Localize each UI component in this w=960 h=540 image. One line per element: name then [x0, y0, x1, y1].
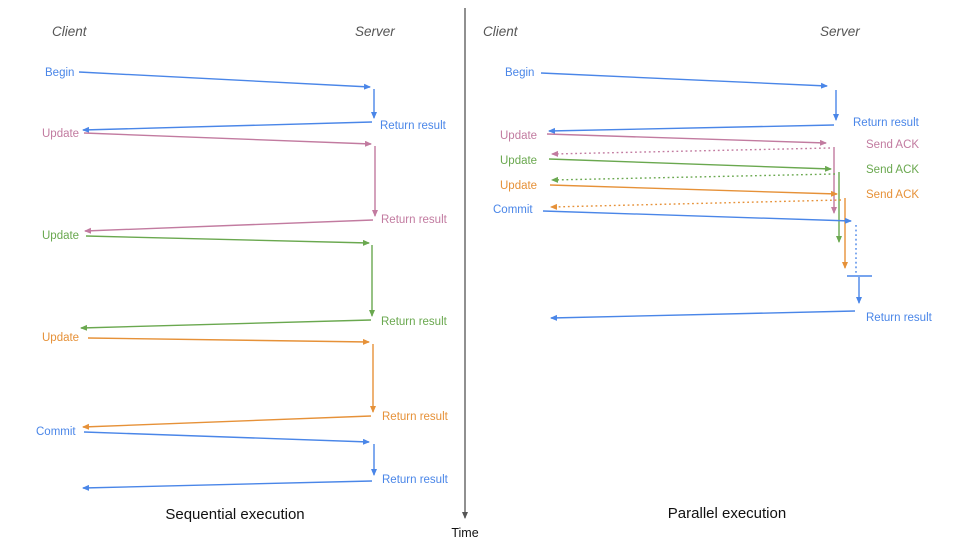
return-result-label: Return result	[381, 316, 448, 328]
return-result-arrow	[82, 480, 373, 491]
commit-label: Commit	[493, 204, 533, 216]
return-result-label: Return result	[853, 117, 920, 129]
update-label: Update	[500, 155, 537, 167]
return-result-arrow	[82, 121, 373, 133]
update-request-arrow	[546, 133, 827, 146]
client-lifeline-header: Client	[483, 24, 519, 39]
ack-dotted-arrow	[551, 173, 836, 183]
server-lifeline-header: Server	[820, 24, 860, 39]
update-request-arrow	[549, 184, 838, 197]
commit-request-arrow	[542, 210, 852, 224]
ack-dotted-arrow	[551, 147, 831, 157]
time-axis-label: Time	[451, 526, 478, 540]
begin-label: Begin	[45, 67, 74, 79]
return-result-arrow	[80, 319, 372, 331]
client-lifeline-header: Client	[52, 24, 88, 39]
return-result-label: Return result	[382, 411, 449, 423]
update-label: Update	[42, 332, 79, 344]
update-request-arrow	[83, 132, 372, 147]
update-request-arrow	[87, 337, 370, 345]
commit-label: Commit	[36, 426, 76, 438]
panel-title-parallel: Parallel execution	[668, 505, 786, 522]
return-result-arrow	[548, 124, 835, 134]
return-result-label: Return result	[381, 214, 448, 226]
update-request-arrow	[85, 235, 370, 246]
update-label: Update	[42, 128, 79, 140]
server-lifeline-header: Server	[355, 24, 395, 39]
ack-dotted-arrow	[550, 199, 842, 210]
update-label: Update	[42, 230, 79, 242]
return-result-arrow	[550, 310, 856, 321]
return-result-arrow	[84, 219, 374, 234]
commit-request-arrow	[83, 431, 370, 445]
update-label: Update	[500, 130, 537, 142]
begin-request-arrow	[540, 72, 828, 89]
send-ack-label: Send ACK	[866, 139, 919, 151]
return-result-label: Return result	[866, 312, 933, 324]
return-result-label: Return result	[382, 474, 449, 486]
send-ack-label: Send ACK	[866, 189, 919, 201]
begin-request-arrow	[78, 71, 371, 90]
send-ack-label: Send ACK	[866, 164, 919, 176]
update-label: Update	[500, 180, 537, 192]
panel-title-sequential: Sequential execution	[165, 506, 304, 523]
return-result-arrow	[82, 415, 372, 430]
return-result-label: Return result	[380, 120, 447, 132]
begin-label: Begin	[505, 67, 534, 79]
update-request-arrow	[548, 158, 832, 172]
